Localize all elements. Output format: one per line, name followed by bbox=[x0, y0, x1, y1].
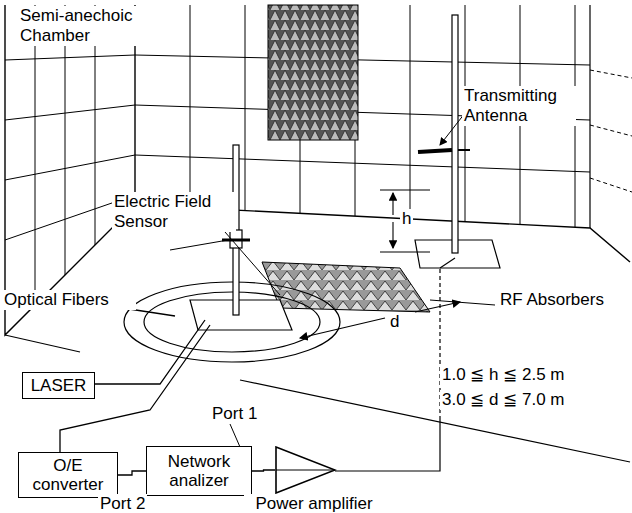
wall-absorber bbox=[268, 5, 358, 140]
equipment-name: LASER bbox=[29, 376, 88, 395]
rf-cable bbox=[108, 258, 455, 496]
field-sensor bbox=[124, 145, 340, 362]
signal-cable bbox=[118, 471, 146, 475]
equipment-name: Network analizer bbox=[153, 452, 245, 490]
dimension-label: h bbox=[400, 209, 413, 229]
dimension-label: 3.0 ≦ d ≦ 7.0 m bbox=[440, 390, 567, 410]
transmitting-antenna bbox=[415, 15, 500, 268]
part-label: Optical Fibers bbox=[2, 290, 136, 310]
amplifier-symbol: Power amplifier bbox=[244, 446, 384, 513]
port-label: Port 1 bbox=[210, 404, 259, 424]
equipment-box: O/E converter bbox=[18, 452, 118, 498]
equipment-name: O/E converter bbox=[25, 456, 111, 494]
chamber-walls bbox=[5, 5, 632, 462]
dimension-label: 1.0 ≦ h ≦ 2.5 m bbox=[440, 365, 567, 385]
dimension-label: d bbox=[388, 312, 401, 332]
equipment-name: Power amplifier bbox=[244, 494, 384, 513]
leader-lines bbox=[100, 113, 495, 305]
port-label: Port 2 bbox=[98, 494, 147, 513]
part-label: RF Absorbers bbox=[498, 290, 612, 310]
signal-cable bbox=[252, 470, 275, 471]
part-label: Electric Field Sensor bbox=[112, 192, 236, 232]
equipment-box: Network analizer bbox=[146, 446, 252, 496]
part-label: Transmitting Antenna bbox=[462, 86, 576, 126]
dimension-lines bbox=[300, 190, 460, 338]
equipment-box: LASER bbox=[22, 372, 95, 399]
part-label: Semi-anechoic Chamber bbox=[18, 6, 150, 46]
amplifier-triangle bbox=[275, 446, 337, 494]
